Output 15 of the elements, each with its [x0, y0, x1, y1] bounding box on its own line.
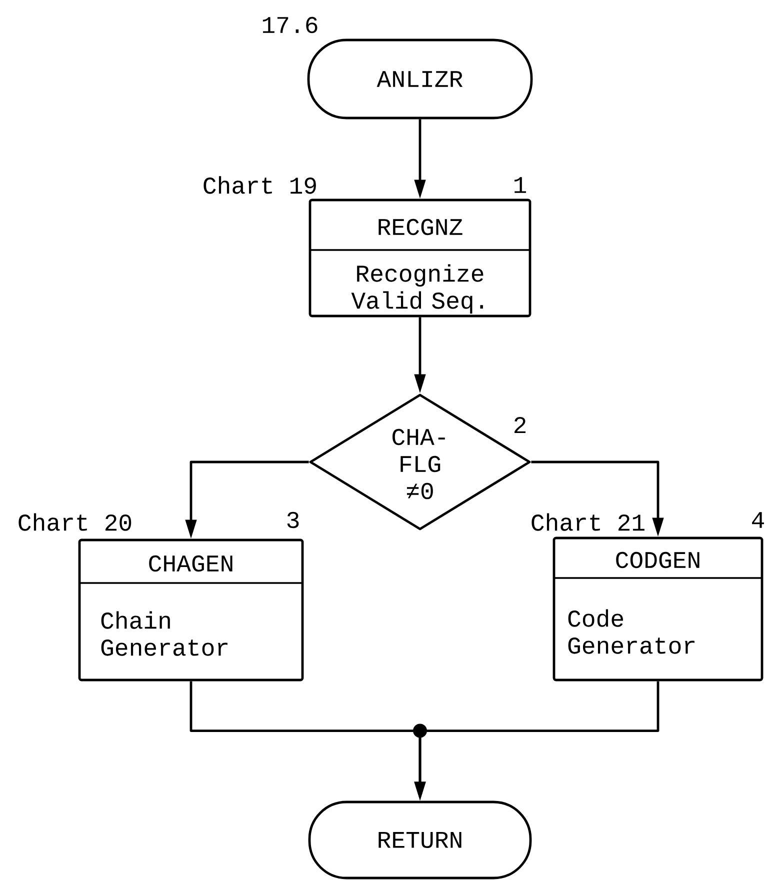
module-name: CODGEN: [616, 552, 700, 568]
step-number: 4: [752, 512, 764, 528]
chart-reference: Chart 19: [204, 176, 316, 194]
process-description: Code Generator: [568, 609, 694, 654]
module-name: CHAGEN: [149, 555, 232, 572]
connector-number: 17.6: [262, 16, 318, 34]
module-name: RECGNZ: [378, 218, 462, 236]
step-number: 1: [514, 177, 526, 193]
chart-reference: Chart 21: [532, 513, 644, 531]
decision-text: CHA- FLG ≠0: [392, 428, 445, 500]
step-number: 2: [514, 417, 526, 434]
chart-reference: Chart 20: [18, 513, 132, 531]
step-number: 3: [287, 512, 299, 528]
process-description: Recognize Valid Seq.: [351, 264, 484, 314]
process-description: Chain Generator: [101, 611, 228, 656]
